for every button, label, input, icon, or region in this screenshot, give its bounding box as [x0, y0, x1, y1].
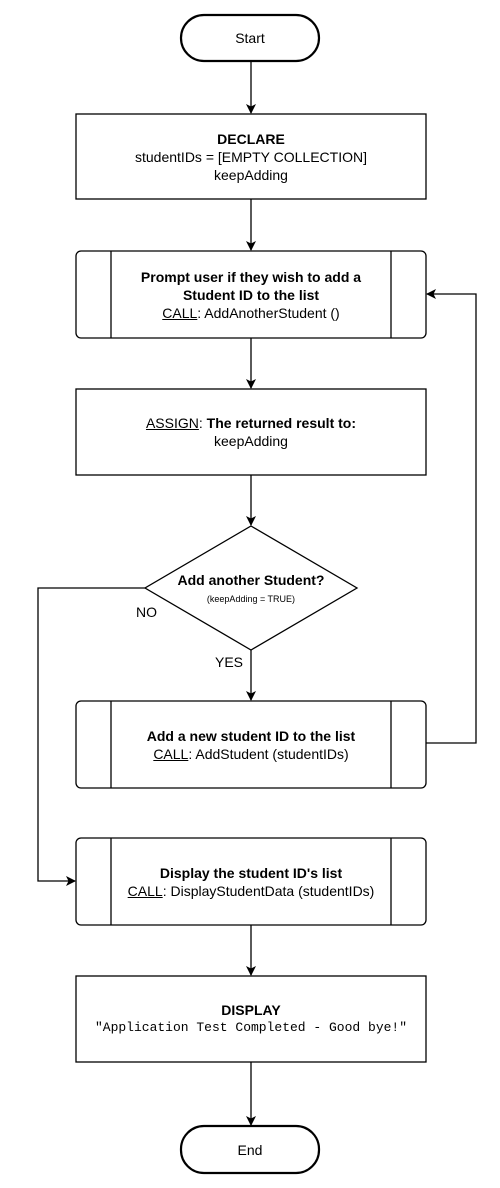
- start-text: Start: [235, 30, 265, 46]
- declare-line2: keepAdding: [214, 166, 288, 183]
- display-list-call-function: : DisplayStudentData (studentIDs): [162, 882, 375, 899]
- add-student-title: Add a new student ID to the list: [146, 727, 356, 744]
- declare-box: [75, 113, 427, 200]
- decision-condition: (keepAdding = TRUE): [206, 594, 296, 604]
- assign-text: The returned result to:: [206, 415, 357, 431]
- assign-colon: :: [198, 415, 207, 431]
- add-call-function: : AddStudent (studentIDs): [188, 745, 349, 762]
- display-box: [75, 975, 427, 1063]
- no-branch-label: NO: [136, 604, 157, 620]
- arrow-loop-back: [426, 289, 477, 744]
- prompt-call-line: CALL: AddAnotherStudent (): [162, 304, 339, 322]
- display-list-call-keyword: CALL: [127, 882, 163, 899]
- display-list-title: Display the student ID's list: [159, 864, 343, 881]
- yes-branch-label: YES: [215, 654, 244, 670]
- assign-node: ASSIGN: The returned result to: keepAddi…: [76, 389, 426, 475]
- prompt-line2: Student ID to the list: [182, 286, 320, 303]
- declare-node: DECLARE studentIDs = [EMPTY COLLECTION] …: [76, 114, 426, 199]
- assign-line2: keepAdding: [214, 433, 288, 449]
- assign-box: [75, 388, 427, 476]
- prompt-call-keyword: CALL: [162, 304, 198, 321]
- assign-keyword: ASSIGN: [145, 415, 199, 431]
- display-node: DISPLAY "Application Test Completed - Go…: [76, 976, 426, 1062]
- assign-line1: ASSIGN: The returned result to:: [146, 414, 356, 432]
- prompt-call-function: : AddAnotherStudent (): [197, 304, 340, 321]
- arrow-decision-no: [37, 587, 145, 886]
- decision-question: Add another Student?: [177, 572, 325, 588]
- declare-line1: studentIDs = [EMPTY COLLECTION]: [135, 148, 367, 165]
- prompt-node: Prompt user if they wish to add a Studen…: [111, 251, 391, 338]
- declare-title: DECLARE: [217, 130, 285, 147]
- start-terminator: [179, 13, 321, 63]
- add-student-call-line: CALL: AddStudent (studentIDs): [153, 745, 348, 763]
- add-call-keyword: CALL: [153, 745, 189, 762]
- prompt-line1: Prompt user if they wish to add a: [140, 268, 362, 285]
- display-list-node: Display the student ID's list CALL: Disp…: [111, 838, 391, 925]
- display-title: DISPLAY: [221, 1002, 281, 1018]
- decision-node: Add another Student? (keepAdding = TRUE): [145, 566, 357, 610]
- end-terminator: [179, 1124, 321, 1175]
- display-message: "Application Test Completed - Good bye!": [94, 1020, 408, 1035]
- add-student-node: Add a new student ID to the list CALL: A…: [111, 701, 391, 788]
- display-list-call-line: CALL: DisplayStudentData (studentIDs): [128, 882, 375, 900]
- end-label: End: [181, 1126, 319, 1173]
- add-student-subprocess: [75, 700, 427, 789]
- start-label: Start: [181, 15, 319, 61]
- end-text: End: [237, 1141, 263, 1158]
